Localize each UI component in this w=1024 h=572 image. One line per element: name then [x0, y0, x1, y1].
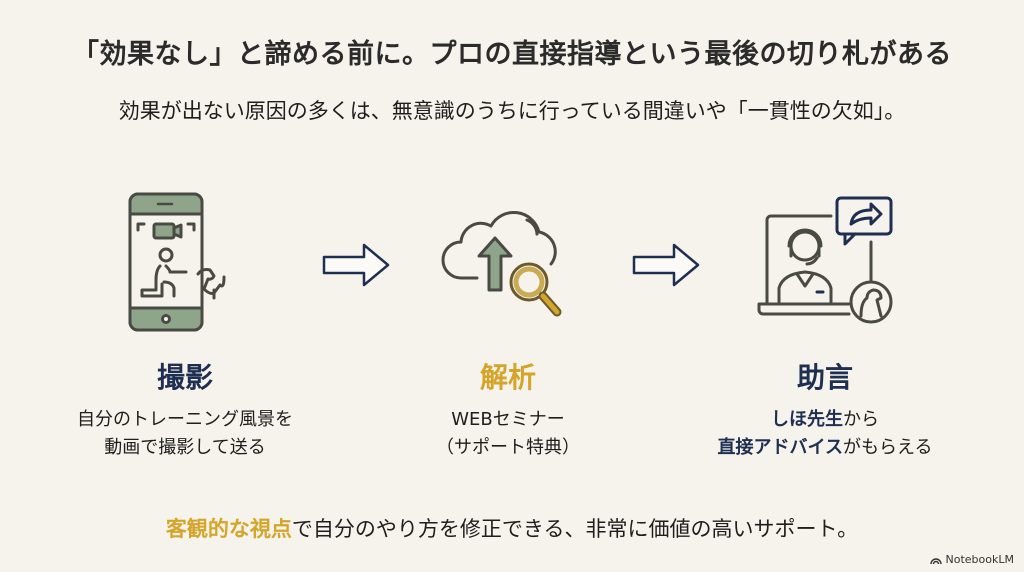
advisor-name: しほ先生: [771, 409, 843, 430]
step-desc-text: から: [843, 409, 879, 430]
smartphone-video-dog-icon: [55, 190, 315, 340]
page-subtitle: 効果が出ない原因の多くは、無意識のうちに行っている間違いや「一貫性の欠如」。: [118, 99, 906, 123]
step-desc-line: （サポート特典）: [436, 437, 580, 458]
brand-name: NotebookLM: [945, 553, 1014, 566]
step-heading: 解析: [479, 361, 536, 394]
step-heading: 助言: [796, 361, 853, 394]
step-desc-text: がもらえる: [843, 437, 933, 458]
step-desc-line: 自分のトレーニング風景を: [77, 409, 293, 430]
footer-highlight: 客観的な視点: [165, 517, 292, 541]
step-analyze: 解析 WEBセミナー （サポート特典）: [378, 190, 638, 462]
step-desc-line: WEBセミナー: [451, 409, 565, 430]
step-advise: 助言 しほ先生から 直接アドバイスがもらえる: [695, 190, 955, 462]
online-advisor-icon: [695, 190, 955, 340]
step-heading: 撮影: [156, 361, 213, 394]
arrow-right-icon: [322, 243, 390, 287]
direct-advice-highlight: 直接アドバイス: [717, 437, 843, 458]
step-desc-line: 動画で撮影して送る: [104, 437, 266, 458]
footer-message: 客観的な視点で自分のやり方を修正できる、非常に価値の高いサポート。: [0, 513, 1024, 543]
page-title: 「効果なし」と諦める前に。プロの直接指導という最後の切り札がある: [72, 39, 952, 70]
step-record: 撮影 自分のトレーニング風景を 動画で撮影して送る: [55, 190, 315, 462]
cloud-upload-magnifier-icon: [378, 190, 638, 340]
footer-text: で自分のやり方を修正できる、非常に価値の高いサポート。: [291, 517, 859, 541]
notebooklm-logo-icon: [929, 557, 942, 564]
brand-watermark: NotebookLM: [929, 553, 1014, 566]
arrow-right-icon: [632, 243, 700, 287]
